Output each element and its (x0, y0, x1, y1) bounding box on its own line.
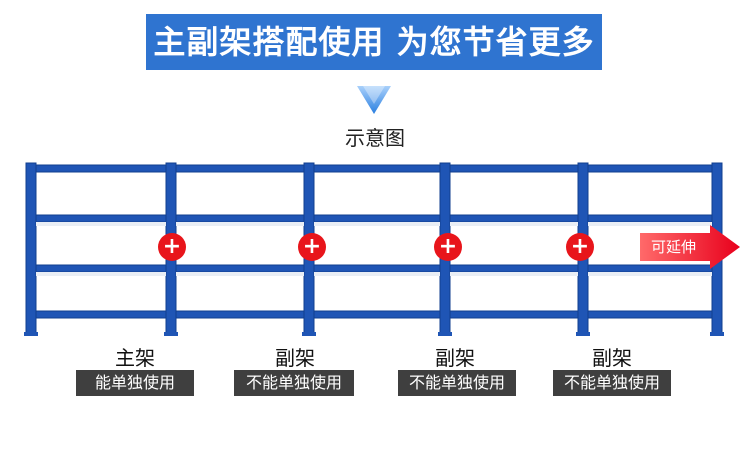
unit-name: 副架 (592, 346, 632, 370)
chevron-down-icon (357, 86, 391, 114)
unit-note: 不能单独使用 (553, 370, 671, 396)
unit-note: 不能单独使用 (398, 370, 516, 396)
unit-name: 副架 (435, 346, 475, 370)
diagram-subtitle: 示意图 (345, 126, 405, 150)
plus-icon: + (566, 233, 594, 261)
unit-name: 主架 (115, 346, 155, 370)
unit-note: 不能单独使用 (234, 370, 354, 396)
extend-label: 可延伸 (651, 238, 697, 256)
plus-icon: + (158, 233, 186, 261)
banner-title: 主副架搭配使用 为您节省更多 (146, 14, 602, 70)
plus-icon: + (434, 233, 462, 261)
arrow-right-icon (640, 225, 740, 269)
shelf-diagram (24, 162, 724, 336)
unit-name: 副架 (275, 346, 315, 370)
plus-icon: + (298, 233, 326, 261)
unit-note: 能单独使用 (76, 370, 194, 396)
